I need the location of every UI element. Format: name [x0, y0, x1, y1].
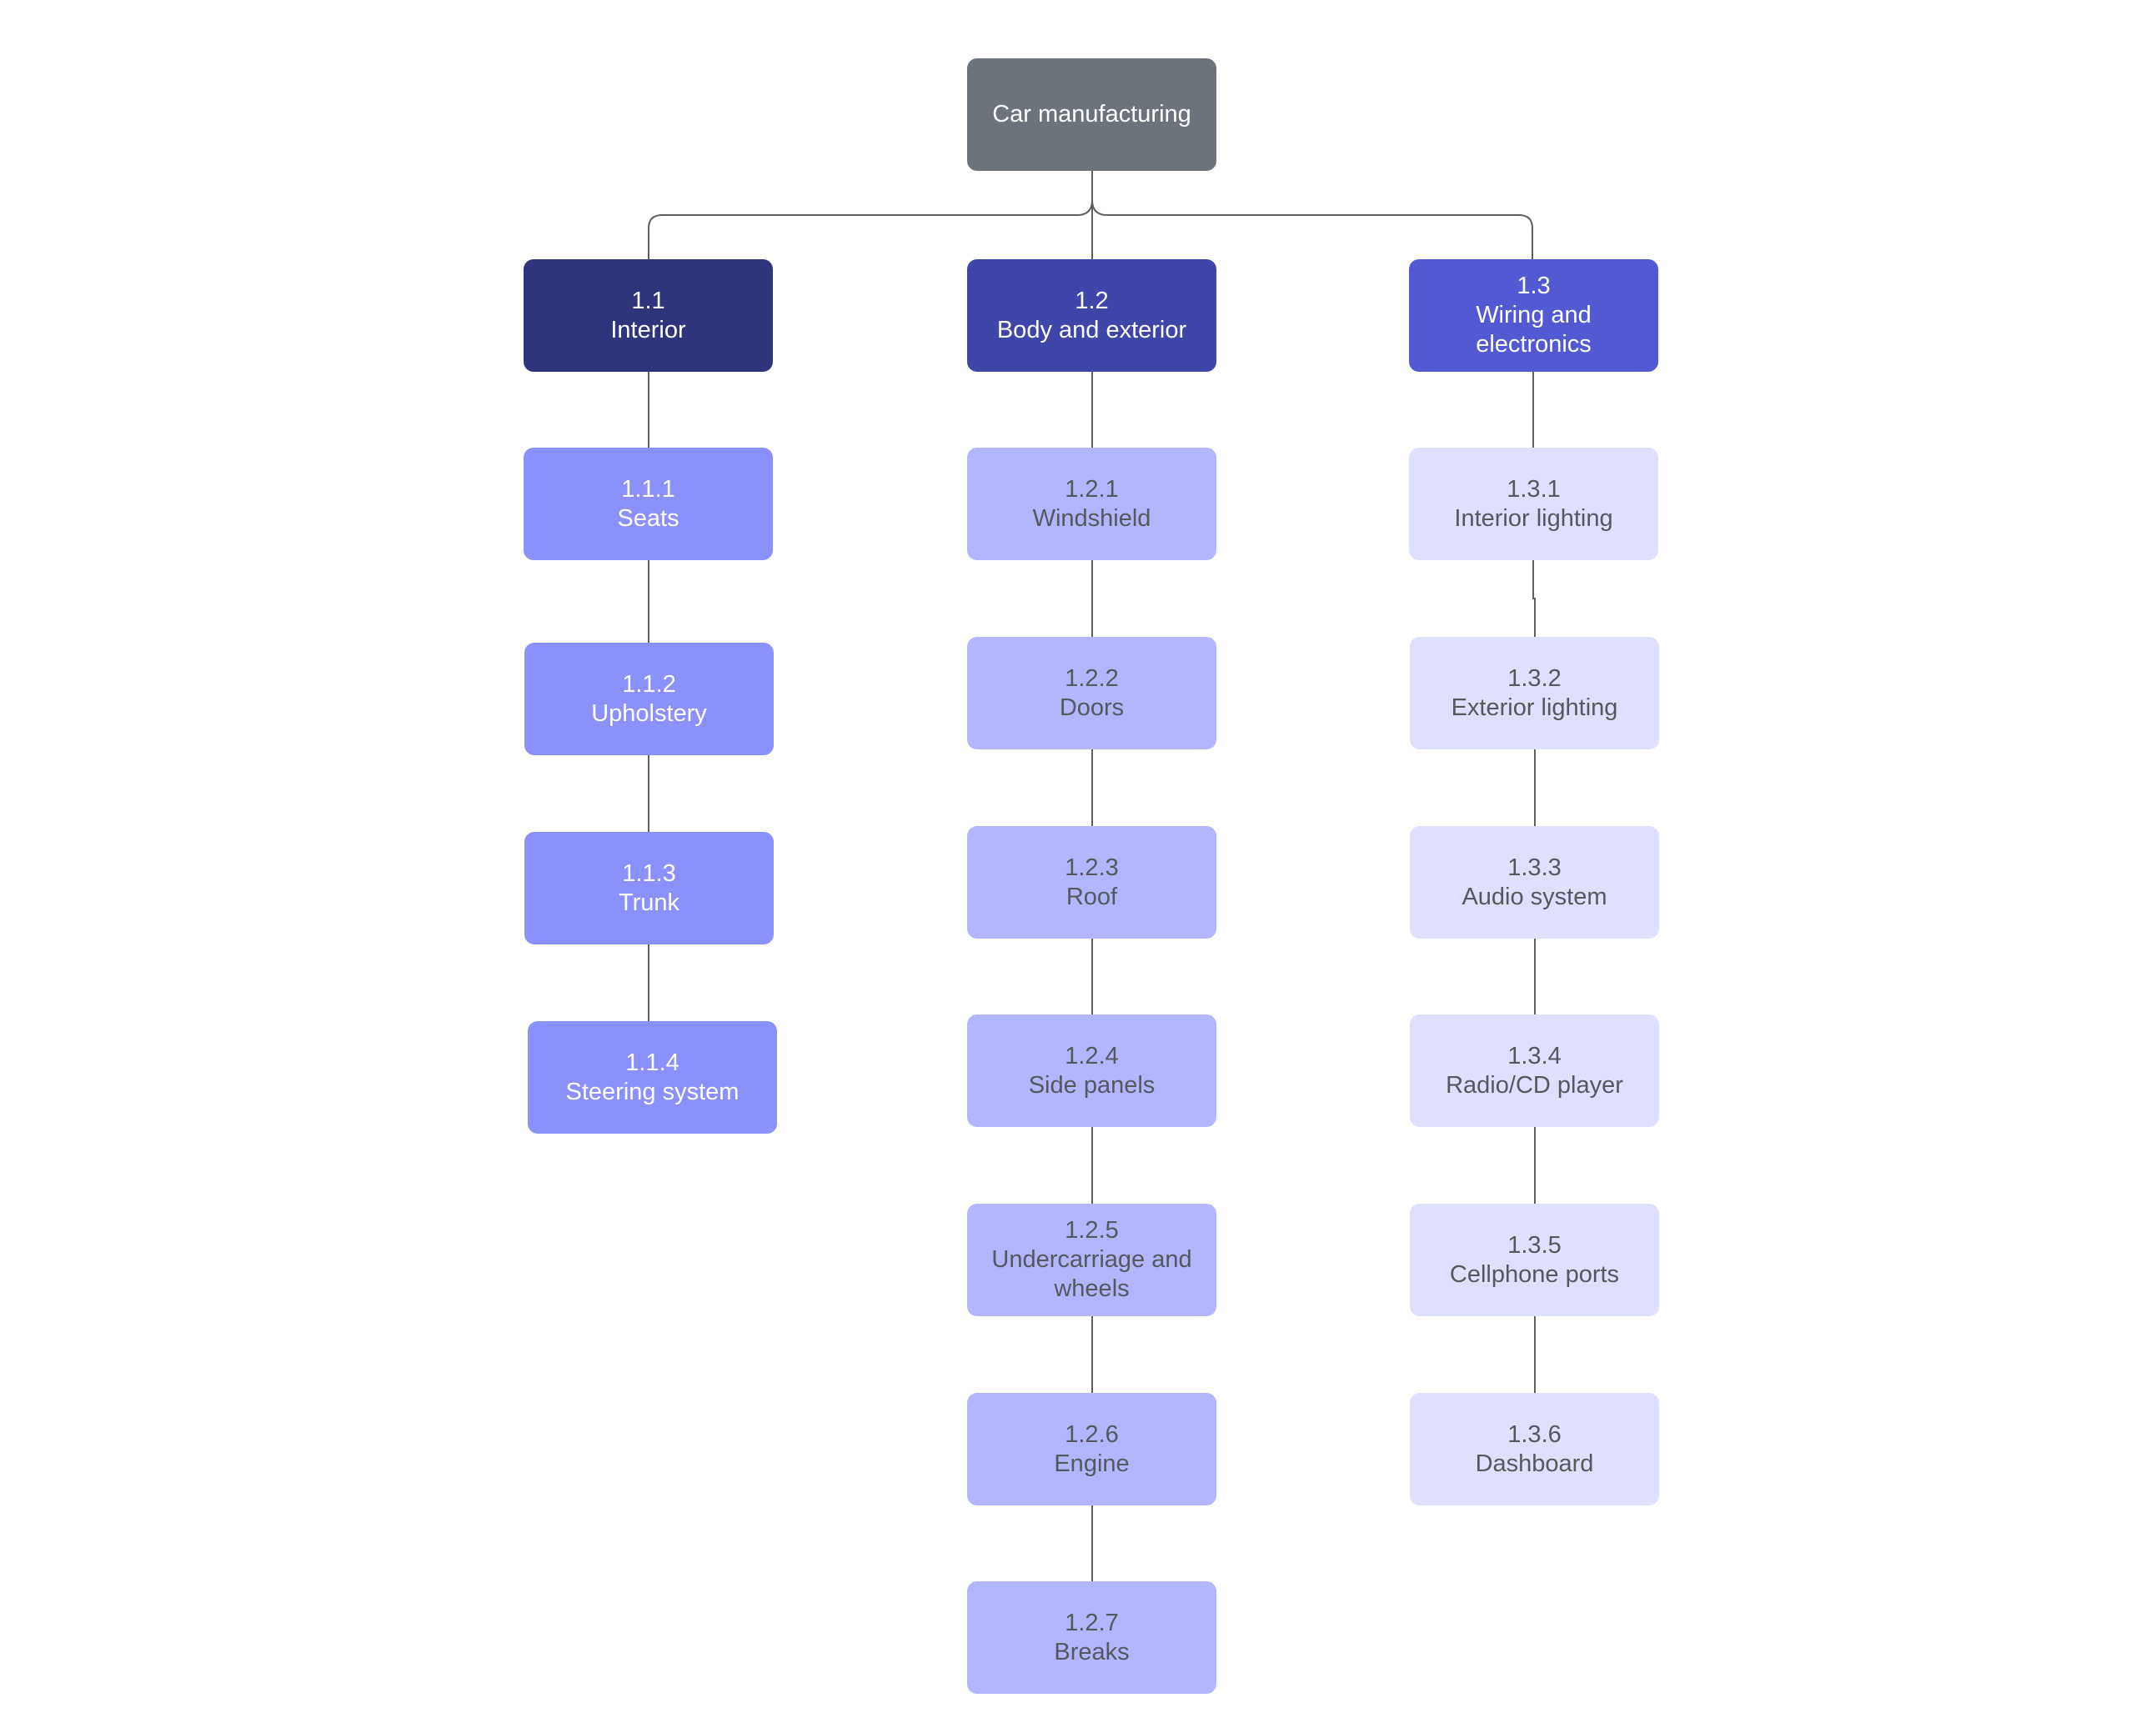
connector-root-to-1-1	[648, 214, 1077, 259]
root-node-title: Car manufacturing	[992, 101, 1191, 128]
node-label: Cellphone ports	[1449, 1260, 1620, 1288]
node-label: Roof	[1065, 883, 1118, 910]
node-label: Windshield	[1032, 504, 1151, 532]
node-id: 1.1.1	[621, 475, 675, 503]
node-id: 1.1.3	[622, 859, 676, 887]
node-label: Doors	[1059, 694, 1125, 721]
node-id: 1.3.4	[1507, 1042, 1562, 1069]
node-1-1-4-steering-system[interactable]: 1.1.4 Steering system	[528, 1021, 777, 1134]
node-label: Seats	[617, 504, 679, 532]
node-label: Radio/CD player	[1446, 1071, 1623, 1099]
node-id: 1.1.2	[622, 670, 676, 698]
node-1-2-7-breaks[interactable]: 1.2.7 Breaks	[967, 1581, 1216, 1694]
node-1-2-body-and-exterior[interactable]: 1.2 Body and exterior	[967, 259, 1216, 372]
root-node-car-manufacturing[interactable]: Car manufacturing	[967, 58, 1216, 171]
node-id: 1.3.3	[1507, 854, 1562, 881]
node-1-3-1-interior-lighting[interactable]: 1.3.1 Interior lighting	[1409, 448, 1658, 560]
node-id: 1.2.3	[1065, 854, 1119, 881]
node-1-1-2-upholstery[interactable]: 1.1.2 Upholstery	[524, 643, 774, 755]
node-label: Interior	[610, 316, 686, 343]
node-id: 1.3.2	[1507, 664, 1562, 692]
node-1-2-3-roof[interactable]: 1.2.3 Roof	[967, 826, 1216, 939]
node-label: Engine	[1054, 1450, 1130, 1477]
node-label: Audio system	[1462, 883, 1607, 910]
node-id: 1.3.1	[1507, 475, 1561, 503]
node-label: Interior lighting	[1454, 504, 1613, 532]
node-id: 1.3	[1517, 273, 1551, 299]
node-label: Dashboard	[1475, 1450, 1594, 1477]
node-label: Body and exterior	[996, 316, 1187, 343]
node-1-2-2-doors[interactable]: 1.2.2 Doors	[967, 637, 1216, 749]
node-1-1-interior[interactable]: 1.1 Interior	[524, 259, 773, 372]
node-id: 1.2.2	[1065, 664, 1119, 692]
node-id: 1.2.1	[1065, 475, 1119, 503]
node-id: 1.2.6	[1065, 1420, 1119, 1448]
node-1-3-4-radio-cd-player[interactable]: 1.3.4 Radio/CD player	[1410, 1014, 1659, 1127]
node-label: Steering system	[565, 1078, 740, 1105]
node-1-3-wiring-and-electronics[interactable]: 1.3 Wiring and electronics	[1409, 259, 1658, 372]
node-1-1-1-seats[interactable]: 1.1.1 Seats	[524, 448, 773, 560]
node-id: 1.3.5	[1507, 1231, 1562, 1259]
node-1-3-2-exterior-lighting[interactable]: 1.3.2 Exterior lighting	[1410, 637, 1659, 749]
connector-root-to-1-3	[1091, 199, 1533, 259]
node-label: Breaks	[1054, 1638, 1130, 1665]
node-1-2-5-undercarriage-and-wheels[interactable]: 1.2.5 Undercarriage and wheels	[967, 1204, 1216, 1316]
node-id: 1.2	[1075, 287, 1109, 314]
node-label: Exterior lighting	[1451, 694, 1618, 721]
node-label: Side panels	[1028, 1071, 1156, 1099]
node-1-2-6-engine[interactable]: 1.2.6 Engine	[967, 1393, 1216, 1505]
node-id: 1.3.6	[1507, 1420, 1562, 1448]
node-id: 1.2.4	[1065, 1042, 1119, 1069]
node-label: Wiring and electronics	[1476, 302, 1592, 358]
connector-1-3-1-to-1-3-2	[1532, 560, 1536, 637]
node-id: 1.2.5	[1065, 1217, 1119, 1244]
node-1-1-3-trunk[interactable]: 1.1.3 Trunk	[524, 832, 774, 944]
node-1-2-1-windshield[interactable]: 1.2.1 Windshield	[967, 448, 1216, 560]
node-label: Trunk	[618, 889, 680, 916]
node-id: 1.2.7	[1065, 1609, 1119, 1636]
connector-root-trunk	[1076, 171, 1093, 216]
node-id: 1.1.4	[625, 1049, 679, 1076]
node-1-3-6-dashboard[interactable]: 1.3.6 Dashboard	[1410, 1393, 1659, 1505]
node-1-3-3-audio-system[interactable]: 1.3.3 Audio system	[1410, 826, 1659, 939]
node-label: Undercarriage and wheels	[991, 1246, 1192, 1302]
node-label: Upholstery	[591, 699, 707, 727]
node-id: 1.1	[631, 287, 665, 314]
node-1-3-5-cellphone-ports[interactable]: 1.3.5 Cellphone ports	[1410, 1204, 1659, 1316]
node-1-2-4-side-panels[interactable]: 1.2.4 Side panels	[967, 1014, 1216, 1127]
